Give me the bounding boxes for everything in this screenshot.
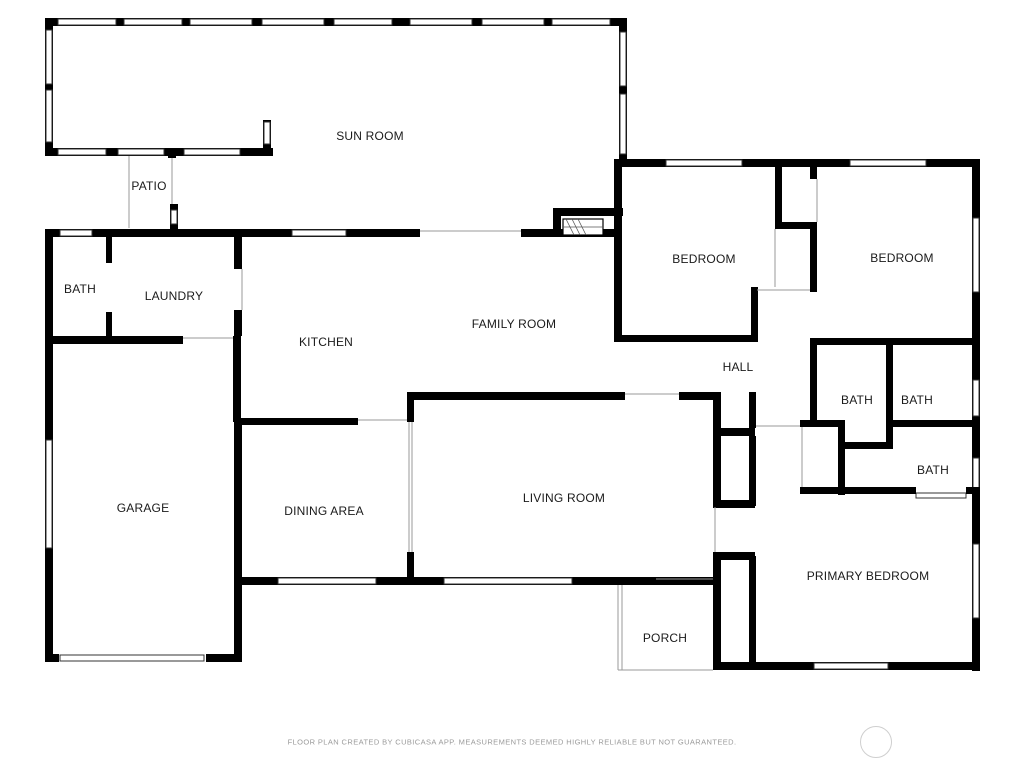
- sun-room-windows: [45, 18, 627, 156]
- room-label-bath-right: BATH: [901, 393, 933, 407]
- room-label-sun-room: SUN ROOM: [336, 129, 404, 143]
- room-label-bedroom-1: BEDROOM: [672, 252, 736, 266]
- door-openings: [183, 179, 818, 552]
- room-label-bedroom-2: BEDROOM: [870, 251, 934, 265]
- patio-lines: [128, 156, 178, 230]
- room-label-garage: GARAGE: [116, 501, 170, 515]
- room-label-hall: HALL: [722, 360, 754, 374]
- porch-outline: [617, 578, 713, 671]
- room-label-kitchen: KITCHEN: [298, 335, 354, 349]
- fireplace: [562, 218, 604, 236]
- room-label-bath-left: BATH: [64, 282, 96, 296]
- room-label-porch: PORCH: [642, 631, 688, 645]
- room-label-bath-primary: BATH: [917, 463, 949, 477]
- room-label-laundry: LAUNDRY: [144, 289, 204, 303]
- exterior-windows: [45, 159, 980, 670]
- room-label-bath-mid: BATH: [841, 393, 873, 407]
- room-label-family-room: FAMILY ROOM: [471, 317, 557, 331]
- interior-walls: [45, 159, 980, 668]
- exterior-walls: [45, 159, 980, 671]
- room-label-living-room: LIVING ROOM: [522, 491, 606, 505]
- room-label-primary-bedroom: PRIMARY BEDROOM: [806, 569, 930, 583]
- compass-icon: [860, 726, 892, 758]
- room-label-dining-area: DINING AREA: [284, 504, 364, 518]
- footer-disclaimer: FLOOR PLAN CREATED BY CUBICASA APP. MEAS…: [287, 737, 737, 747]
- room-label-patio: PATIO: [131, 179, 167, 193]
